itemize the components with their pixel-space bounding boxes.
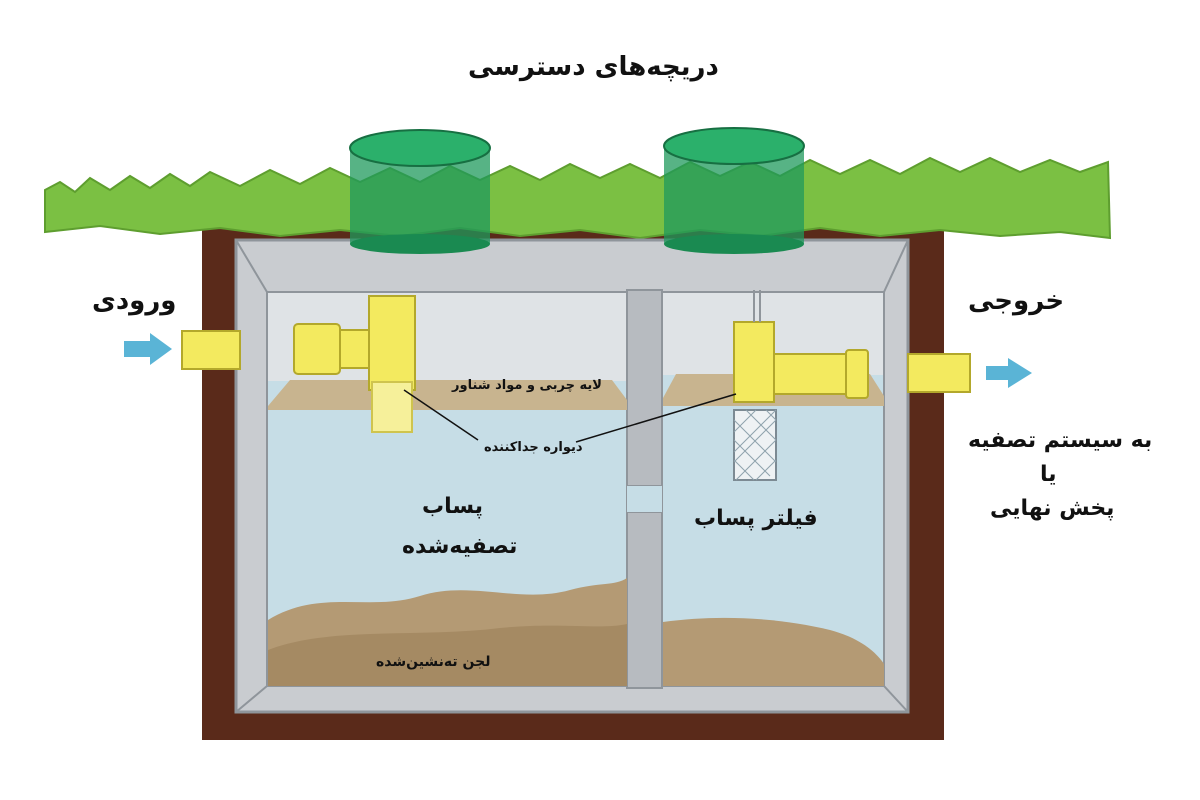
scum-layer-left <box>268 380 627 410</box>
outlet-destination-line3: پخش نهایی <box>990 496 1115 521</box>
inlet-pipe <box>181 295 416 433</box>
outlet-label: خروجی <box>968 286 1065 316</box>
inlet-label: ورودی <box>92 286 177 316</box>
clarified-effluent-line2: تصفیه‌شده <box>402 534 518 559</box>
clarified-effluent-line1: پساب <box>422 494 484 519</box>
diagram-title: دریچه‌های دسترسی <box>468 52 719 82</box>
access-lid-left <box>349 129 491 254</box>
baffle-opening <box>627 486 662 512</box>
baffle-label: دیواره جداکننده <box>484 440 583 455</box>
baffle-wall-top <box>626 289 663 487</box>
baffle-pointer-left <box>403 389 479 441</box>
sludge-label: لجن ته‌نشین‌شده <box>376 654 491 670</box>
scum-layer-label: لایه چربی و مواد شناور <box>452 378 602 393</box>
inlet-arrow-icon <box>124 333 172 365</box>
outlet-arrow-icon <box>986 358 1032 388</box>
outlet-pipe <box>733 290 971 403</box>
baffle-pointer-right <box>575 393 737 443</box>
sludge-layer-right <box>663 617 884 686</box>
sludge-layer-left-bottom <box>268 624 627 686</box>
grass-band <box>44 156 1112 240</box>
outlet-destination-line2: یا <box>1040 462 1057 487</box>
effluent-filter-label: فیلتر پساب <box>694 506 818 531</box>
outlet-destination-line1: به سیستم تصفیه <box>968 428 1153 453</box>
baffle-wall-bottom <box>626 511 663 689</box>
access-lid-right <box>663 127 805 254</box>
effluent-filter-screen <box>733 409 777 481</box>
